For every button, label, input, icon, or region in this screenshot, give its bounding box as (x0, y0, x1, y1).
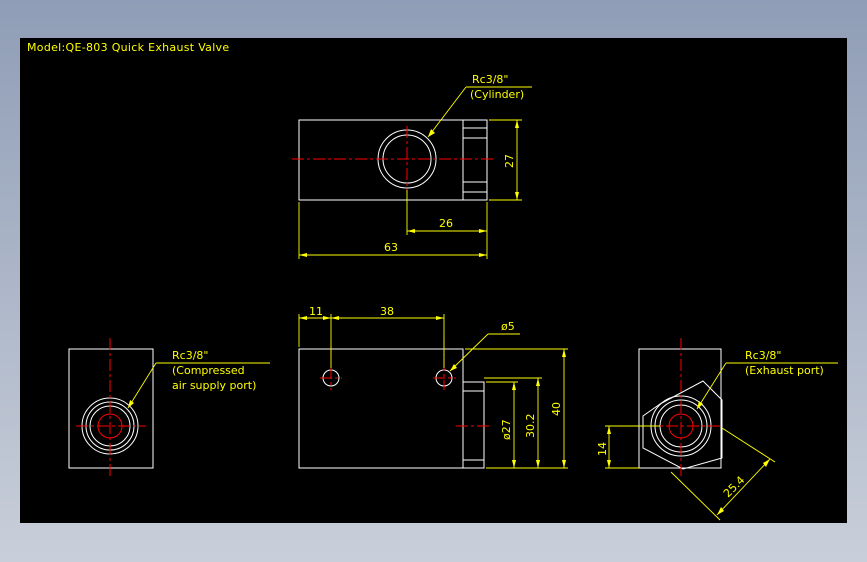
right-port-label: Rc3/8" (745, 349, 781, 362)
front-dim-height: 40 (550, 402, 563, 416)
top-view: Rc3/8" (Cylinder) 27 26 63 (292, 73, 532, 259)
right-view-hex-nut (642, 380, 723, 470)
top-port-label: Rc3/8" (472, 73, 508, 86)
right-view: Rc3/8" (Exhaust port) 14 25.4 (596, 338, 838, 521)
front-view: 11 38 ø5 ø27 30.2 40 (298, 305, 568, 469)
left-port-name-2: air supply port) (172, 379, 256, 392)
top-dim-length: 63 (384, 241, 398, 254)
front-dim-center-height: 30.2 (524, 414, 537, 439)
front-dim-spacing: 38 (380, 305, 394, 318)
front-view-body (298, 348, 464, 469)
technical-drawing: .o { stroke:#ffffff; stroke-width:1; fil… (68, 73, 838, 521)
right-view-body (638, 348, 722, 469)
top-dim-height: 27 (503, 154, 516, 168)
left-view: Rc3/8" (Compressed air supply port) (68, 338, 270, 478)
left-port-name-1: (Compressed (172, 364, 245, 377)
front-dim-left: 11 (309, 305, 323, 318)
top-port-name: (Cylinder) (470, 88, 524, 101)
top-dim-center: 26 (439, 217, 453, 230)
cad-drawing-canvas[interactable]: Model:QE-803 Quick Exhaust Valve .o { st… (20, 38, 847, 523)
left-port-label: Rc3/8" (172, 349, 208, 362)
right-dim-height: 14 (596, 442, 609, 456)
drawing-title: Model:QE-803 Quick Exhaust Valve (27, 41, 230, 54)
front-view-hex-section (462, 381, 485, 469)
right-port-name: (Exhaust port) (745, 364, 824, 377)
front-hole-diameter: ø5 (501, 320, 515, 333)
front-dim-diameter: ø27 (500, 419, 513, 440)
top-view-body (298, 119, 464, 201)
left-view-body (68, 348, 154, 469)
top-view-hex-section (462, 119, 488, 201)
